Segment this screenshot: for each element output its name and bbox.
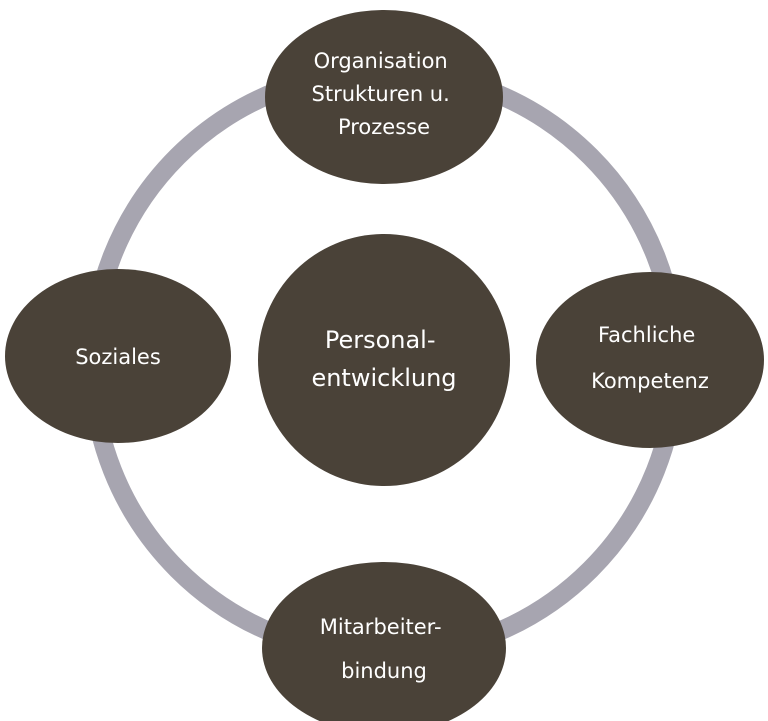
center-node-line-1: Personal- [325,326,436,354]
right-node-line-1: Fachliche [598,323,695,347]
svg-text:Soziales: Soziales [75,345,161,369]
right-node-fachliche-kompetenz: Fachliche Kompetenz [536,272,764,448]
svg-text:Mitarbeiter- bindung: Mitarbeiter- bindung [320,615,448,683]
right-node-line-2: Kompetenz [591,369,709,393]
left-node-soziales: Soziales [5,269,231,443]
center-node-line-2: entwicklung [311,364,456,392]
left-node-line-1: Soziales [75,345,161,369]
top-node-line-1: Organisation [314,49,448,73]
svg-text:Organisation Strukturen: Organisation Strukturen u. Prozesse [312,49,457,139]
center-node: Personal- entwicklung [258,234,510,486]
top-node-organisation: Organisation Strukturen u. Prozesse [265,10,503,184]
top-node-line-2: Strukturen u. [312,82,450,106]
bottom-node-mitarbeiterbindung: Mitarbeiter- bindung [262,562,506,721]
bottom-node-line-1: Mitarbeiter- [320,615,442,639]
top-node-line-3: Prozesse [338,115,430,139]
svg-text:Personal- entwicklung: Personal- entwicklung [311,326,456,392]
svg-text:Fachliche Kompetenz: Fachliche Kompetenz [591,323,709,393]
bottom-node-line-2: bindung [341,659,427,683]
